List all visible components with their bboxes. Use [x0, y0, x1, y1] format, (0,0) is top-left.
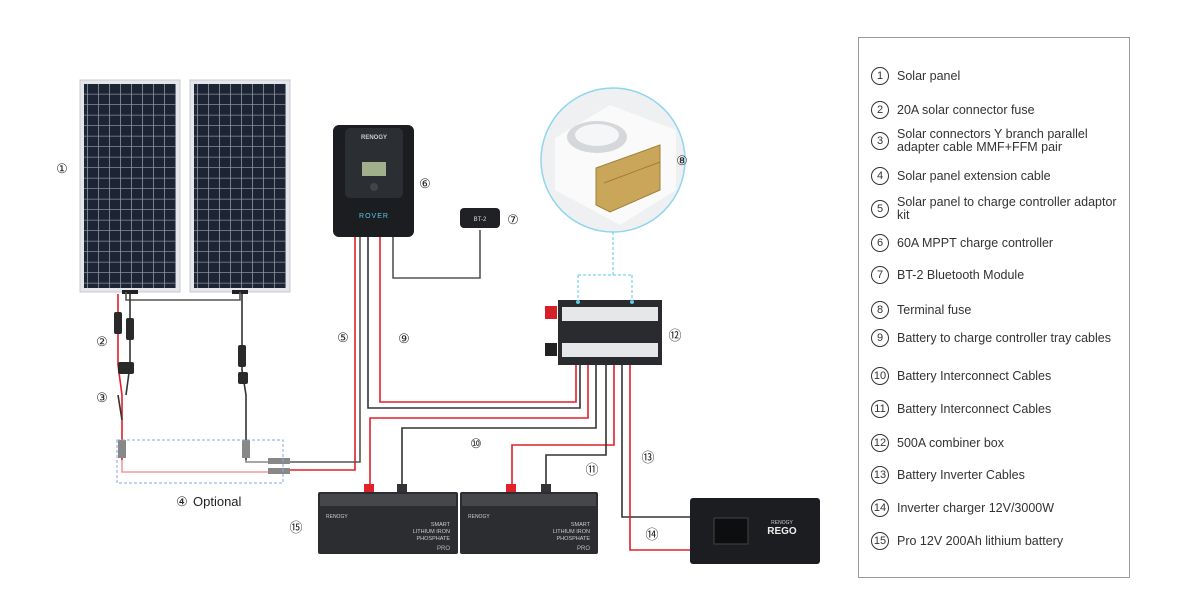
legend-text: 20A solar connector fuse: [897, 102, 1035, 117]
legend-item: 4 Solar panel extension cable: [871, 167, 1051, 185]
legend-item: 6 60A MPPT charge controller: [871, 234, 1053, 252]
legend-number: 15: [871, 532, 889, 550]
callout-4: ④: [176, 494, 188, 509]
combiner-box: [545, 300, 662, 365]
battery-text: PHOSPHATE: [416, 536, 450, 542]
legend-item: 9 Battery to charge controller tray cable…: [871, 329, 1111, 347]
battery-badge: PRO: [577, 546, 590, 552]
optional-label: Optional: [193, 494, 242, 509]
legend-number: 4: [871, 167, 889, 185]
battery-brand: RENOGY: [326, 514, 348, 520]
legend-item: 1 Solar panel: [871, 67, 960, 85]
battery-text: PHOSPHATE: [556, 536, 590, 542]
callout-15: ⑮: [289, 520, 302, 535]
legend-number: 12: [871, 434, 889, 452]
legend-text: Solar connectors Y branch parallel adapt…: [897, 127, 1088, 154]
controller-name: ROVER: [359, 213, 389, 220]
controller-wiring: [290, 230, 690, 551]
legend-number: 2: [871, 101, 889, 119]
battery-badge: PRO: [437, 546, 450, 552]
legend-item: 15 Pro 12V 200Ah lithium battery: [871, 532, 1063, 550]
legend-item: 5 Solar panel to charge controller adapto…: [871, 196, 1117, 222]
charge-controller: RENOGY ROVER: [333, 125, 414, 237]
callout-14: ⑭: [645, 527, 658, 542]
legend-item: 3 Solar connectors Y branch parallel adap…: [871, 128, 1117, 154]
legend-item: 8 Terminal fuse: [871, 301, 971, 319]
callout-6: ⑥: [419, 176, 431, 191]
legend-item: 13 Battery Inverter Cables: [871, 466, 1025, 484]
legend-number: 3: [871, 132, 889, 150]
legend-number: 7: [871, 266, 889, 284]
legend-number: 5: [871, 200, 889, 218]
callout-2: ②: [96, 334, 108, 349]
inline-fuses: [114, 312, 290, 474]
controller-brand: RENOGY: [361, 135, 387, 141]
solar-wiring: [117, 292, 290, 473]
legend-item: 2 20A solar connector fuse: [871, 101, 1035, 119]
battery-text: LITHIUM IRON: [553, 529, 590, 535]
legend-text: Inverter charger 12V/3000W: [897, 500, 1055, 515]
battery-2: RENOGY SMART LITHIUM IRON PHOSPHATE PRO: [460, 484, 598, 554]
legend-text: Battery Interconnect Cables: [897, 401, 1052, 416]
legend-item: 14 Inverter charger 12V/3000W: [871, 499, 1054, 517]
legend-number: 13: [871, 466, 889, 484]
legend-number: 11: [871, 400, 889, 418]
legend-text: Battery Interconnect Cables: [897, 368, 1052, 383]
callout-7: ⑦: [507, 212, 519, 227]
solar-panel-2: [189, 79, 291, 294]
callout-labels: ① ② ③ ④ Optional ⑤ ⑥ ⑦ ⑧ ⑨ ⑩ ⑪ ⑫ ⑬ ⑭ ⑮: [56, 153, 688, 542]
legend-text: Solar panel to charge controller adaptor…: [897, 195, 1117, 222]
callout-12: ⑫: [668, 328, 681, 343]
callout-9: ⑨: [398, 331, 410, 346]
callout-11: ⑪: [585, 462, 598, 477]
legend-text: Battery to charge controller tray cables: [897, 330, 1111, 345]
legend-number: 6: [871, 234, 889, 252]
callout-13: ⑬: [641, 450, 654, 465]
legend-text: Battery Inverter Cables: [897, 467, 1025, 482]
legend-number: 14: [871, 499, 889, 517]
bt-module: BT-2: [460, 208, 500, 228]
callout-10: ⑩: [470, 436, 482, 451]
legend-item: 7 BT-2 Bluetooth Module: [871, 266, 1024, 284]
battery-brand: RENOGY: [468, 514, 490, 520]
legend-item: 12 500A combiner box: [871, 434, 1004, 452]
legend-text: Terminal fuse: [897, 302, 972, 317]
bt-label: BT-2: [474, 217, 487, 223]
legend-number: 9: [871, 329, 889, 347]
inverter-charger: RENOGY REGO: [690, 498, 820, 564]
optional-extension-box: [116, 439, 284, 484]
callout-8: ⑧: [676, 153, 688, 168]
legend-text: 60A MPPT charge controller: [897, 235, 1054, 250]
legend-text: Pro 12V 200Ah lithium battery: [897, 533, 1064, 548]
legend-text: BT-2 Bluetooth Module: [897, 267, 1025, 282]
legend-number: 8: [871, 301, 889, 319]
legend-item: 10 Battery Interconnect Cables: [871, 367, 1051, 385]
battery-text: LITHIUM IRON: [413, 529, 450, 535]
legend-text: Solar panel extension cable: [897, 168, 1051, 183]
inverter-brand: RENOGY: [771, 520, 793, 526]
battery-1: RENOGY SMART LITHIUM IRON PHOSPHATE PRO: [318, 484, 458, 554]
callout-5: ⑤: [337, 330, 349, 345]
solar-panel-1: [79, 79, 181, 294]
legend-number: 1: [871, 67, 889, 85]
legend-item: 11 Battery Interconnect Cables: [871, 400, 1051, 418]
legend-text: 500A combiner box: [897, 435, 1005, 450]
battery-text: SMART: [431, 522, 451, 528]
callout-3: ③: [96, 390, 108, 405]
callout-1: ①: [56, 161, 68, 176]
terminal-fuse-detail: [540, 87, 686, 233]
fuse-link-line: [577, 232, 633, 302]
legend-text: Solar panel: [897, 68, 961, 83]
legend-number: 10: [871, 367, 889, 385]
battery-text: SMART: [571, 522, 591, 528]
inverter-name: REGO: [767, 526, 797, 537]
